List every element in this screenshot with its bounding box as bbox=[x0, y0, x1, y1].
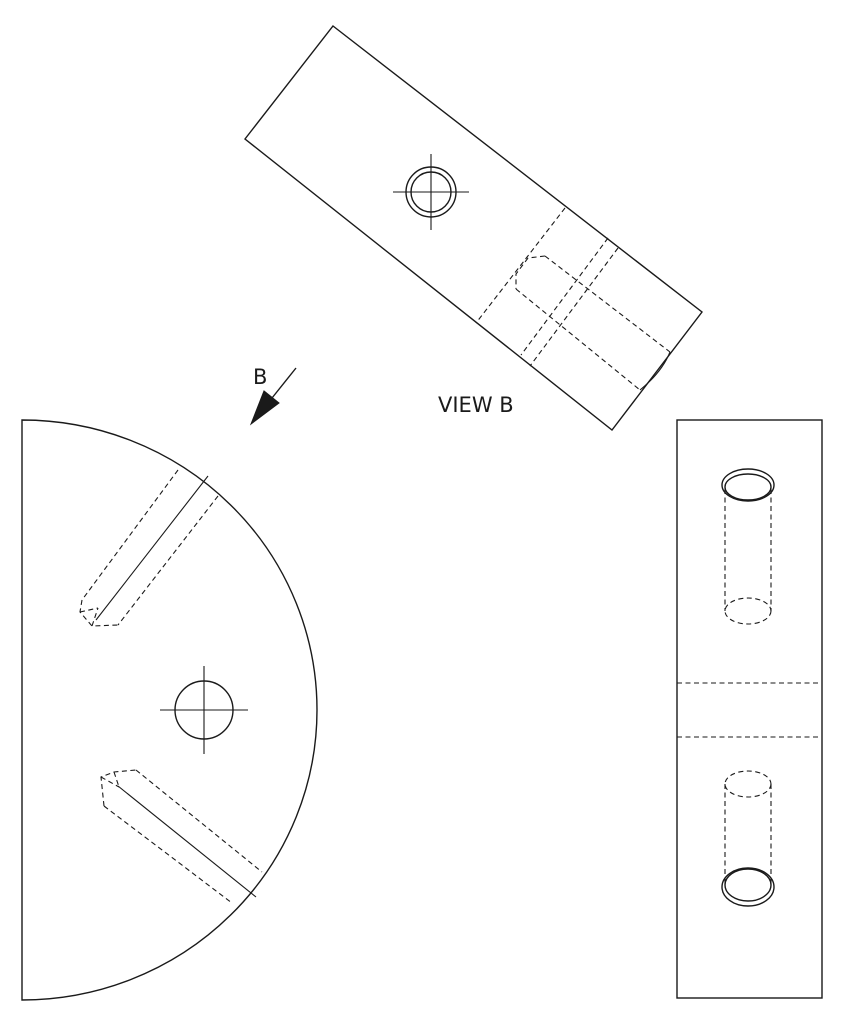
side-upper-hole-outer bbox=[721, 468, 775, 502]
view-arrow-head bbox=[249, 390, 280, 426]
side-view bbox=[676, 419, 823, 999]
view-arrow-label: B bbox=[253, 365, 267, 389]
side-view-outline bbox=[676, 419, 823, 999]
side-lower-hole-inner bbox=[724, 868, 772, 902]
lower-hole-drill-point bbox=[100, 769, 137, 807]
side-upper-hole-inner bbox=[724, 473, 772, 501]
side-upper-hole bbox=[721, 468, 775, 625]
lower-drilled-hole bbox=[100, 769, 263, 904]
aux-hole-hidden-top bbox=[544, 255, 671, 353]
lower-hole-edge-a bbox=[103, 805, 233, 904]
view-arrow-shaft bbox=[271, 367, 297, 399]
lower-hole-tip-a bbox=[100, 776, 120, 788]
lower-hole-edge-b bbox=[135, 769, 263, 873]
upper-drilled-hole bbox=[79, 469, 219, 627]
half-disk-outline bbox=[21, 419, 318, 1001]
aux-slot-hidden-c bbox=[529, 247, 619, 367]
view-title: VIEW B bbox=[438, 393, 514, 417]
aux-center-hole bbox=[393, 154, 469, 230]
aux-view-outline bbox=[244, 25, 703, 431]
aux-slot-hidden-b bbox=[520, 237, 609, 356]
upper-hole-drill-point bbox=[79, 599, 119, 627]
upper-hole-edge-a bbox=[81, 469, 179, 601]
side-lower-hole bbox=[721, 770, 775, 907]
upper-hole-tip-a bbox=[79, 607, 99, 613]
lower-hole-centerline bbox=[117, 785, 257, 898]
aux-hole-hidden-end bbox=[515, 255, 546, 289]
front-center-hole bbox=[160, 666, 248, 754]
upper-hole-tip-b bbox=[91, 607, 99, 627]
auxiliary-view-b bbox=[244, 25, 703, 431]
aux-hole-hidden-bottom bbox=[515, 288, 641, 391]
front-view bbox=[21, 419, 318, 1001]
side-lower-hole-top bbox=[724, 770, 772, 798]
aux-slot-hidden-a bbox=[475, 207, 566, 324]
view-b-arrow: B bbox=[249, 365, 297, 426]
aux-hole-exit-arc bbox=[639, 351, 671, 391]
lower-hole-tip-b bbox=[113, 771, 120, 788]
side-upper-hole-bottom bbox=[724, 597, 772, 625]
upper-hole-edge-b bbox=[117, 495, 219, 626]
upper-hole-centerline bbox=[95, 475, 209, 621]
side-lower-hole-outer bbox=[721, 867, 775, 907]
